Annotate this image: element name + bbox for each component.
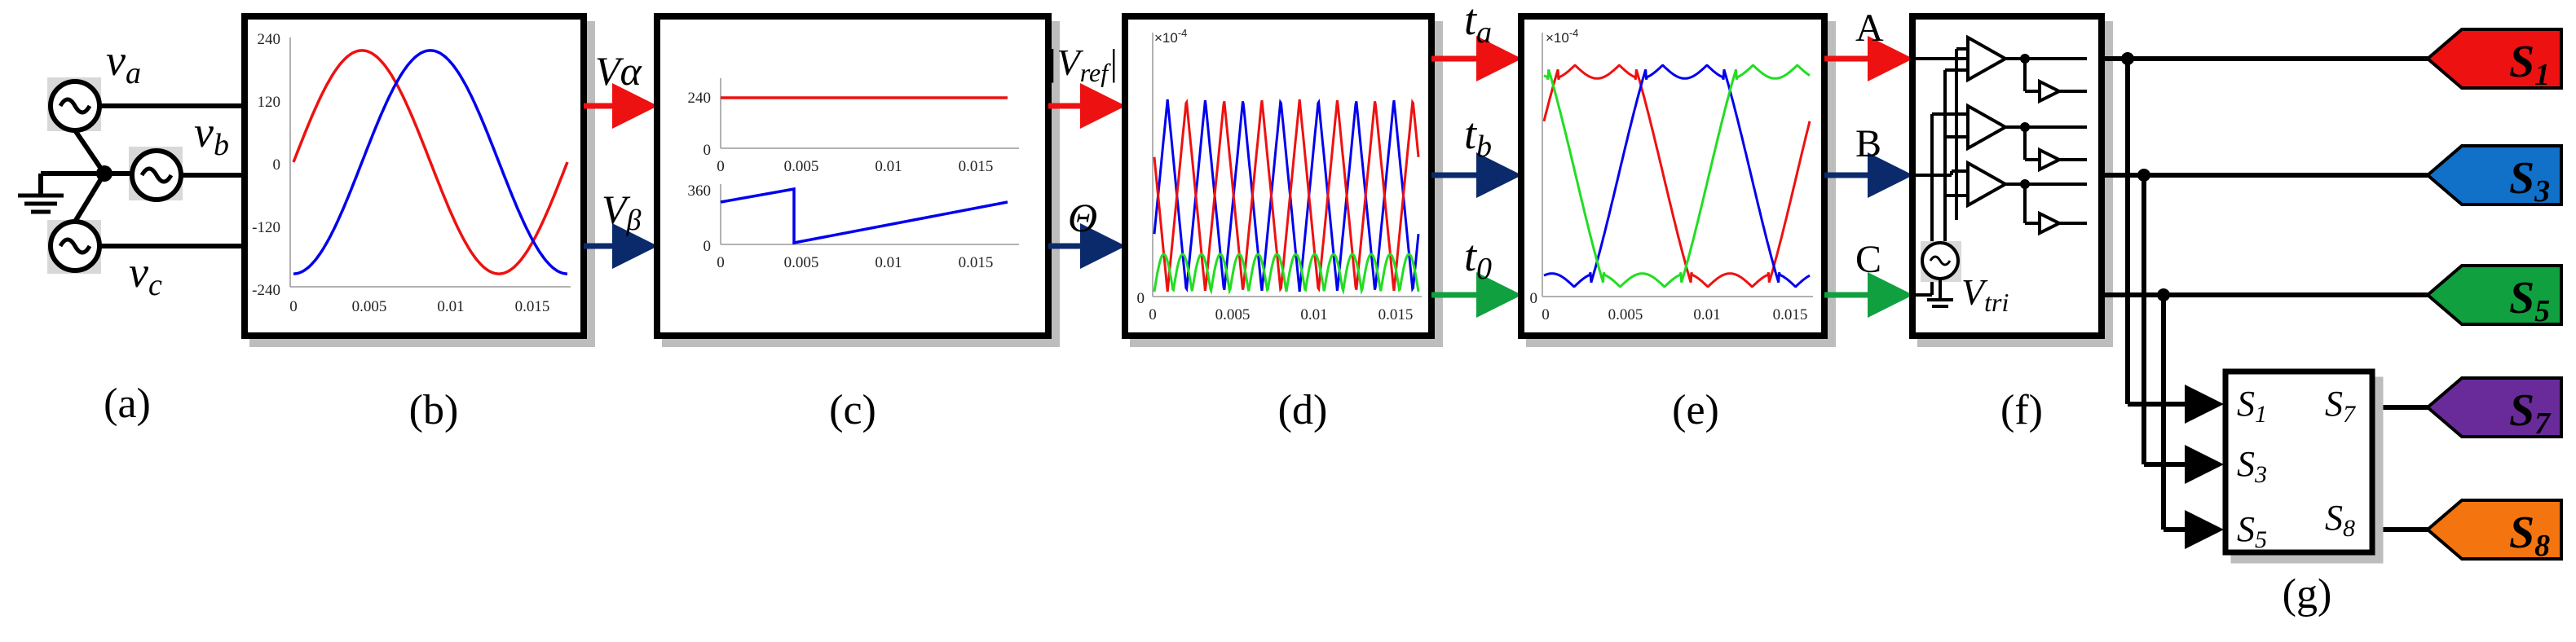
svg-text:0.005: 0.005 [1215,306,1251,323]
svg-text:0.015: 0.015 [1378,306,1414,323]
svg-text:-120: -120 [252,219,280,236]
svg-text:0.005: 0.005 [352,298,387,315]
svg-text:0.015: 0.015 [959,158,994,175]
svg-text:0.015: 0.015 [515,298,550,315]
svg-text:0: 0 [704,142,712,159]
panel-b-xticks: 0 0.005 0.01 0.015 [289,298,549,315]
caption-f: (f) [2000,387,2043,433]
svg-text:360: 360 [688,182,712,200]
svg-text:0.005: 0.005 [784,158,819,175]
logic-input-s3: S3 [2237,444,2267,488]
label-B: B [1855,122,1881,165]
caption-a: (a) [104,380,151,427]
svg-text:-240: -240 [252,282,280,299]
svg-text:240: 240 [258,31,281,48]
switch-tag-s8: S8 [2424,499,2563,563]
svg-text:0: 0 [289,298,298,315]
switch-tag-s1: S1 [2424,28,2563,92]
label-vref: |Vref| [1047,42,1118,87]
label-A: A [1855,7,1884,50]
panel-e-blue-series [1543,64,1811,288]
svg-text:0: 0 [1149,306,1157,323]
switch-tags: S1 S3 S5 S7 S8 [2424,28,2563,563]
svg-text:120: 120 [258,94,281,111]
label-v-alpha: Vα [595,48,643,94]
label-t0: t0 [1464,231,1492,286]
svg-text:S7: S7 [2509,385,2552,441]
label-ta: ta [1464,0,1492,50]
panel-c-angle-line [720,187,1008,245]
panel-b-blue-series [293,49,568,275]
three-phase-source: va vb vc [18,36,245,302]
caption-c: (c) [829,387,876,433]
svg-text:0: 0 [273,156,281,174]
panel-b-yticks: 240 120 0 -120 -240 [252,31,280,299]
svg-text:0.01: 0.01 [1693,306,1720,323]
svg-text:0: 0 [704,238,712,255]
svg-text:0.01: 0.01 [875,158,902,175]
svg-text:0.01: 0.01 [1300,306,1327,323]
caption-e: (e) [1672,387,1719,433]
panel-e-ticks: 0 0 0.005 0.01 0.015 [1530,290,1808,323]
svg-text:0: 0 [1137,290,1145,307]
svg-text:S3: S3 [2509,153,2550,209]
svg-text:0: 0 [1542,306,1550,323]
logic-output-s8: S8 [2325,498,2355,542]
caption-b: (b) [409,387,459,433]
panel-d-ticks: 0 0 0.005 0.01 0.015 [1137,290,1414,323]
source-vb-label: vb [194,108,229,162]
svg-text:S8: S8 [2509,508,2550,563]
label-C: C [1855,238,1881,281]
svg-text:0.015: 0.015 [1773,306,1808,323]
comparator-block: Vtri [1909,13,2105,339]
panel-e-green-series [1543,64,1811,288]
panel-captions: (a) (b) (c) (d) (e) (f) (g) [104,380,2331,618]
svg-text:0: 0 [717,158,725,175]
svg-text:0.015: 0.015 [959,254,994,271]
logic-input-s5: S5 [2237,509,2267,553]
panel-c-ticks: 240 0 0 0.005 0.01 0.015 360 0 0 0.005 0… [688,90,994,271]
svg-text:S1: S1 [2509,37,2550,92]
logic-input-s1: S1 [2237,384,2267,428]
label-theta: Θ [1068,195,1097,240]
panel-d-green-series [1153,253,1420,296]
output-wiring [2102,56,2428,532]
label-tb: tb [1464,109,1492,164]
panel-d-box: ×10-4 0 0 0.005 0.01 0.015 [1122,13,1435,339]
svg-text:0.005: 0.005 [784,254,819,271]
caption-d: (d) [1278,387,1328,433]
caption-g: (g) [2283,571,2332,618]
panel-d-blue-series [1153,99,1420,292]
panel-d-red-series [1153,99,1420,292]
source-vc-label: vc [129,248,162,302]
panel-e-red-series [1542,64,1811,288]
panel-e-box: ×10-4 0 0 0.005 0.01 0.015 [1518,13,1828,339]
switch-tag-s7: S7 [2424,376,2563,441]
svg-text:0.005: 0.005 [1608,306,1643,323]
source-va-label: va [106,36,141,90]
svg-text:0.01: 0.01 [437,298,464,315]
svg-text:240: 240 [688,90,712,107]
svg-text:0: 0 [1530,290,1538,307]
switch-tag-s5: S5 [2424,264,2563,328]
switch-tag-s3: S3 [2424,144,2563,209]
panel-d-exponent: ×10-4 [1154,27,1187,46]
panel-e-exponent: ×10-4 [1546,27,1578,46]
logic-output-s7: S7 [2325,384,2357,428]
panel-c-box: 240 0 0 0.005 0.01 0.015 360 0 0 0.005 0… [654,13,1052,339]
svg-text:0.01: 0.01 [875,254,902,271]
label-vtri: Vtri [1961,271,2009,317]
logic-block: S1 S3 S5 S7 S8 [2222,368,2375,556]
svg-text:S5: S5 [2509,273,2550,328]
label-v-beta: Vβ [602,187,642,236]
panel-b-box: 240 120 0 -120 -240 0 0.005 0.01 0.015 [241,13,587,339]
panel-b-red-series [292,49,569,275]
svg-text:0: 0 [717,254,725,271]
